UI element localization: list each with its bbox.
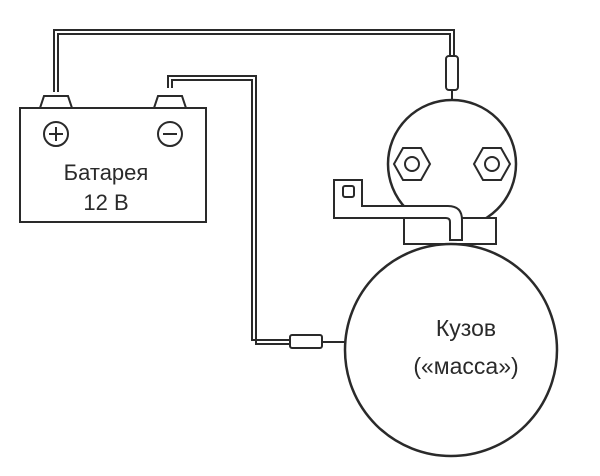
battery-label: Батарея [64, 160, 149, 185]
body-label: Кузов [436, 315, 496, 341]
negative-terminal [152, 95, 188, 109]
battery-voltage: 12 В [83, 190, 128, 215]
right-nut-icon [472, 147, 512, 181]
ground-label: («масса») [413, 353, 518, 379]
body-ground: Кузов («масса») [343, 242, 559, 458]
left-nut-icon [392, 147, 432, 181]
positive-wire [53, 29, 455, 92]
solenoid [386, 98, 518, 230]
mounting-bracket [333, 179, 497, 245]
battery: Батарея 12 В [19, 95, 207, 223]
ground-connector [289, 334, 323, 349]
positive-terminal [38, 95, 74, 109]
